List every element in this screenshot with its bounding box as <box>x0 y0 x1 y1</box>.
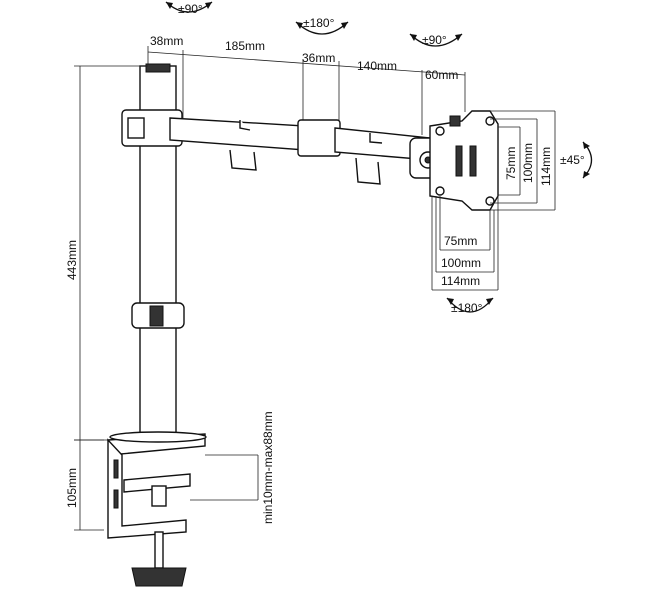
clamp-height-dimension: 105mm <box>65 439 104 531</box>
vesa-horizontal-75: 75mm <box>444 234 477 248</box>
rotation-indicator-top-right: ±90° <box>409 33 463 47</box>
rotation-label-bottom: ±180° <box>451 301 483 315</box>
vesa-plate <box>429 110 499 211</box>
rotation-indicator-tilt: ±45° <box>560 141 593 179</box>
vesa-horizontal-100: 100mm <box>441 256 481 270</box>
vesa-vertical-100: 100mm <box>521 143 535 183</box>
vesa-vertical-dimensions: 75mm 100mm 114mm <box>490 110 556 211</box>
rotation-label-top-left: ±90° <box>178 2 203 16</box>
vesa-horizontal-114: 114mm <box>441 274 480 288</box>
rotation-label-top-right: ±90° <box>422 33 447 47</box>
arm-dim-36: 36mm <box>302 51 335 65</box>
vesa-vertical-114: 114mm <box>539 147 553 186</box>
clamp-height-label: 105mm <box>65 468 79 508</box>
arm-dim-60: 60mm <box>425 68 458 82</box>
pole-height-label: 443mm <box>65 240 79 280</box>
desk-clamp <box>107 431 207 587</box>
desk-range-dimension: min10mm-max88mm <box>190 411 275 524</box>
rotation-indicator-top-middle: ±180° <box>295 16 349 35</box>
monitor-arm <box>121 109 447 185</box>
rotation-label-top-middle: ±180° <box>303 16 335 30</box>
arm-dim-185: 185mm <box>225 39 265 53</box>
arm-dimension-line: 38mm 185mm 36mm 140mm 60mm <box>147 34 466 135</box>
desk-range-label: min10mm-max88mm <box>261 411 275 524</box>
arm-dim-38: 38mm <box>150 34 183 48</box>
vesa-horizontal-dimensions: 75mm 100mm 114mm <box>431 196 499 291</box>
rotation-label-tilt: ±45° <box>560 153 585 167</box>
rotation-indicator-top-left: ±90° <box>165 1 213 16</box>
arm-dim-140: 140mm <box>357 59 397 73</box>
rotation-indicator-bottom: ±180° <box>446 297 494 315</box>
vesa-vertical-75: 75mm <box>504 147 518 180</box>
